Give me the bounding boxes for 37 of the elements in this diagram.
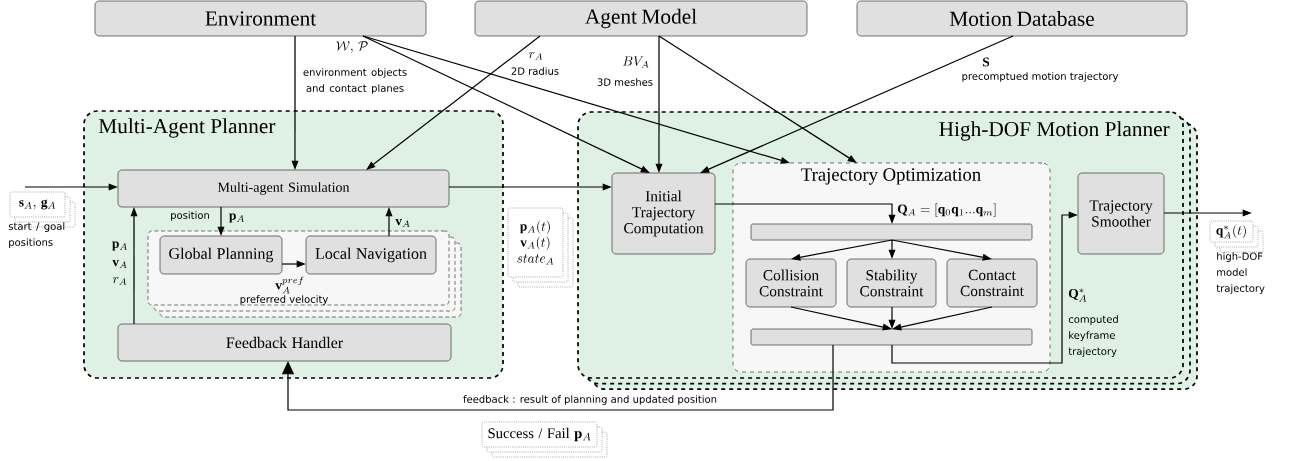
data-card-stack: $\mathbf{p}_A(t)$ $\mathbf{v}_A(t)$ $state_A$ bbox=[507, 207, 574, 288]
bar bbox=[750, 223, 1033, 241]
edge-label: feedback : result of planning and updated position bbox=[461, 393, 719, 407]
source-box: Agent Model bbox=[474, 0, 808, 37]
arrow bbox=[281, 344, 834, 411]
symbol-label: $\mathbf{p}_A$ bbox=[229, 213, 244, 223]
annotation: computed keyframe trajectory bbox=[1068, 315, 1118, 357]
symbol-label: $\mathbf{v}_A$ bbox=[395, 218, 410, 228]
symbol-label: $\mathbf{v}_A$ bbox=[112, 259, 127, 269]
constraint-box: Collision Constraint bbox=[745, 258, 837, 308]
symbol-label: $\mathbf{p}_A$ bbox=[112, 241, 127, 251]
process-box: Multi-agent Simulation bbox=[117, 169, 450, 208]
symbol-label: $\mathbf{Q}_A = [\mathbf{q}_0\mathbf{q}_1...\mathbf{q}_m]$ bbox=[897, 203, 996, 217]
constraint-box: Contact Constraint bbox=[946, 258, 1038, 308]
process-box: Trajectory Smoother bbox=[1077, 172, 1165, 255]
symbol-label: $BV_A$ bbox=[622, 56, 649, 68]
annotation: precomptued motion trajectory bbox=[962, 72, 1119, 82]
constraint-box: Stability Constraint bbox=[846, 258, 937, 308]
annotation: environment objects and contact planes bbox=[303, 68, 407, 94]
annotation: 2D radius bbox=[511, 67, 559, 75]
symbol-label: $\mathbf{S}$ bbox=[983, 57, 990, 67]
process-box: Feedback Handler bbox=[117, 323, 452, 362]
node-label: high-DOF model trajectory bbox=[1216, 252, 1265, 294]
symbol-label: $\mathbf{Q}_A^*$ bbox=[1068, 288, 1087, 302]
arrow bbox=[658, 35, 857, 163]
symbol-label: $\mathcal{W},\,\mathcal{P}$ bbox=[336, 41, 368, 53]
symbol-label: $r_A$ bbox=[113, 277, 127, 285]
process-box: Initial Trajectory Computation bbox=[611, 172, 716, 255]
annotation: 3D meshes bbox=[597, 78, 653, 86]
source-box: Motion Database bbox=[856, 0, 1188, 37]
annotation: position bbox=[171, 211, 209, 221]
data-card-stack: $\mathbf{q}_A^*(t)$ bbox=[1209, 220, 1264, 253]
arrow bbox=[366, 35, 541, 170]
source-box: Environment bbox=[94, 0, 427, 37]
data-card-stack: Success / Fail $\mathbf{p}_A$ bbox=[481, 421, 608, 458]
symbol-label: $r_A$ bbox=[529, 52, 543, 60]
bar bbox=[750, 328, 1033, 346]
